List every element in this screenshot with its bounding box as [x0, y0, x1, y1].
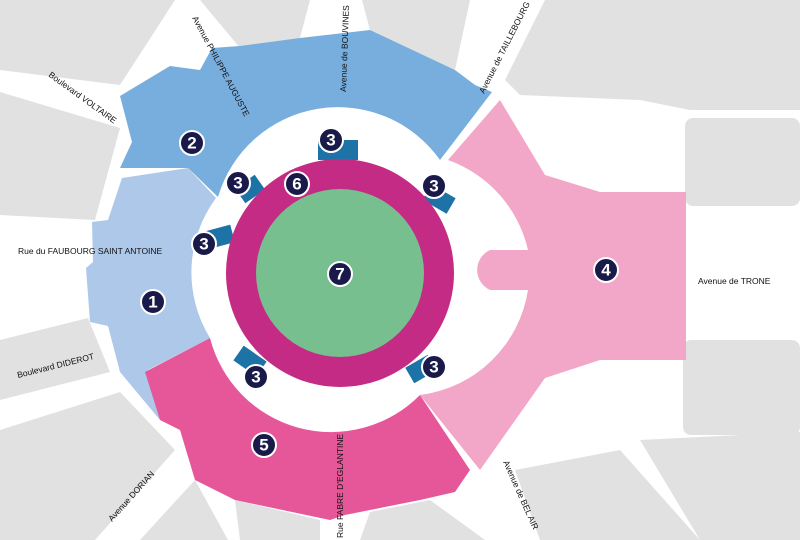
block-top-left [0, 0, 175, 85]
street-trone: Avenue de TRONE [698, 276, 771, 286]
block-right-lower [683, 340, 800, 435]
block-top-philippe [200, 0, 310, 48]
zone-6-marker[interactable]: 6 [284, 171, 310, 197]
zone-markers: 1 2 3 3 3 3 3 3 [140, 127, 619, 458]
zone-2-marker[interactable]: 2 [179, 130, 205, 156]
zone-3-marker-se[interactable]: 3 [421, 354, 447, 380]
zone-3-marker-nne[interactable]: 3 [421, 173, 447, 199]
block-bottom-fabre [235, 500, 320, 540]
zone-7-label: 7 [335, 265, 344, 284]
zone-3-marker-north[interactable]: 3 [318, 127, 344, 153]
zone-4-area [420, 100, 686, 470]
block-bottom-right [640, 432, 800, 540]
block-left-voltaire [0, 92, 120, 220]
zone-4-label: 4 [601, 261, 611, 280]
block-bottom-center [360, 500, 485, 540]
zone-2-label: 2 [187, 134, 196, 153]
block-top-right [505, 0, 800, 110]
block-bottom-left [0, 392, 175, 540]
zone-4-marker[interactable]: 4 [593, 257, 619, 283]
zone-3-marker-sw[interactable]: 3 [243, 364, 269, 390]
block-top-bouvines [362, 0, 470, 70]
zone-3-access-nnw [235, 174, 265, 204]
zone-6-label: 6 [292, 175, 301, 194]
zone-3-marker-nnw[interactable]: 3 [225, 170, 251, 196]
block-right-upper [685, 118, 800, 206]
zone-3-label: 3 [199, 235, 208, 254]
zone-5-marker[interactable]: 5 [251, 432, 277, 458]
zone-5-area [145, 338, 470, 520]
zone-3-label: 3 [251, 368, 260, 387]
block-left-diderot [0, 318, 110, 400]
zone-3-marker-west[interactable]: 3 [191, 231, 217, 257]
block-bottom-dorian [140, 480, 228, 540]
block-bottom-belair [515, 450, 700, 540]
zone-1-label: 1 [148, 293, 157, 312]
zone-3-label: 3 [233, 174, 242, 193]
zone-5-label: 5 [259, 436, 268, 455]
street-bouvines: Avenue de BOUVINES [338, 5, 351, 92]
zone-7-marker[interactable]: 7 [327, 261, 353, 287]
zone-3-label: 3 [326, 131, 335, 150]
zone-1-marker[interactable]: 1 [140, 289, 166, 315]
zone-3-label: 3 [429, 358, 438, 377]
zone-2-area [120, 30, 492, 197]
street-faubourg: Rue du FAUBOURG SAINT ANTOINE [18, 246, 163, 256]
street-fabre: Rue FABRE D'EGLANTINE [335, 434, 345, 538]
zone-3-label: 3 [429, 177, 438, 196]
